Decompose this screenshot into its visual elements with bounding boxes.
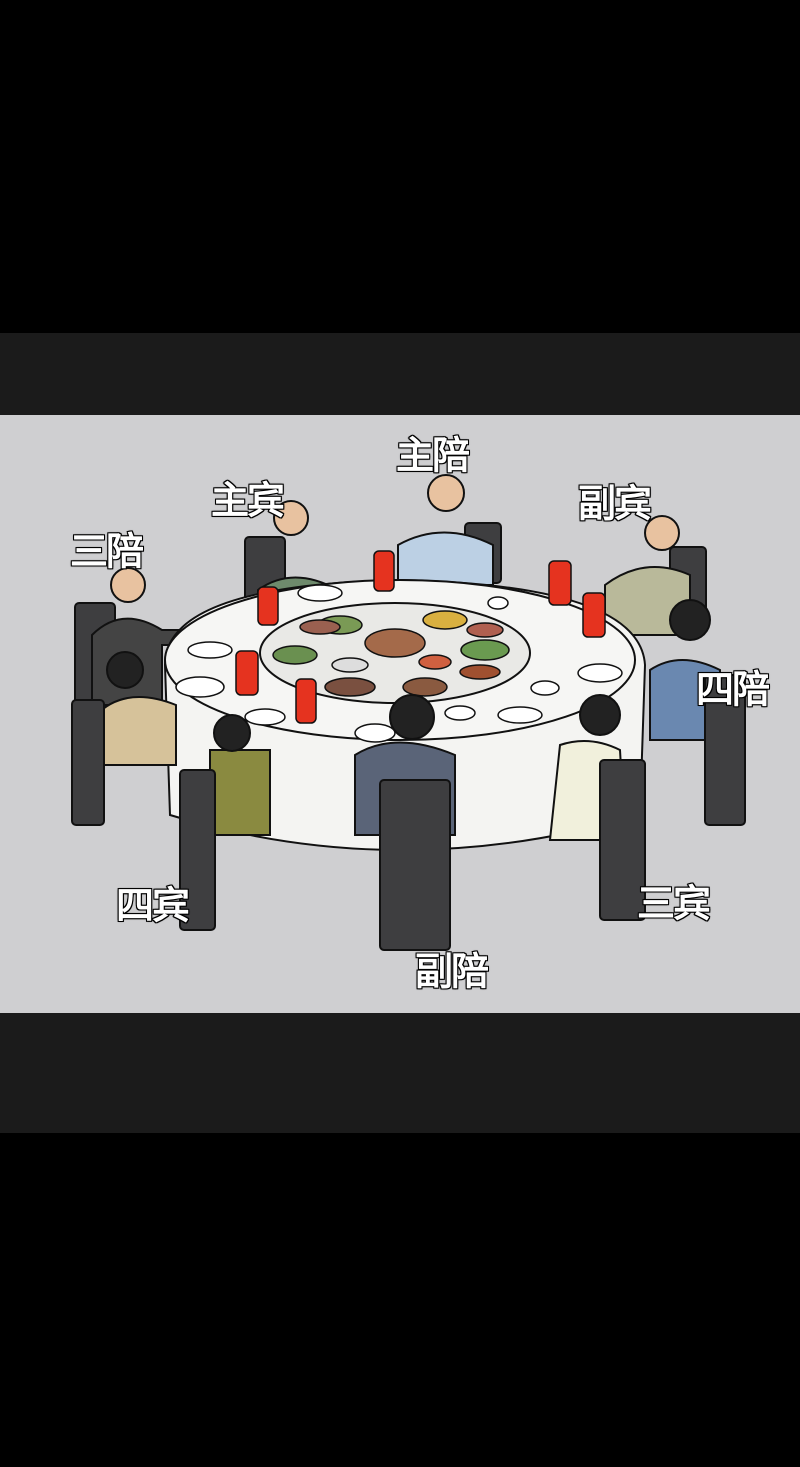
person-host [397,531,494,586]
person-fourth-guest [95,696,177,766]
label-main-guest: 主宾 [210,478,286,524]
liquor-bottles [235,550,606,724]
label-host: 主陪 [395,433,471,479]
label-second-guest: 副宾 [577,481,653,527]
chair [599,759,646,921]
bottom-dark-band [0,1013,800,1133]
dish [364,628,426,658]
chair [71,699,105,826]
label-fourth-guest: 四宾 [115,883,191,929]
label-third-guest: 三宾 [636,881,712,927]
table-scene [71,474,746,951]
person-fourth-guest-2 [209,749,271,836]
top-dark-band [0,333,800,415]
chair [179,769,216,931]
chair [704,674,746,826]
label-fourth-host: 四陪 [695,667,771,713]
label-deputy-host: 副陪 [414,949,490,995]
chair [379,779,451,951]
label-third-host: 三陪 [69,529,145,575]
banquet-seating-illustration: 主陪 主宾 副宾 三陪 四陪 四宾 三宾 副陪 [0,415,800,1013]
